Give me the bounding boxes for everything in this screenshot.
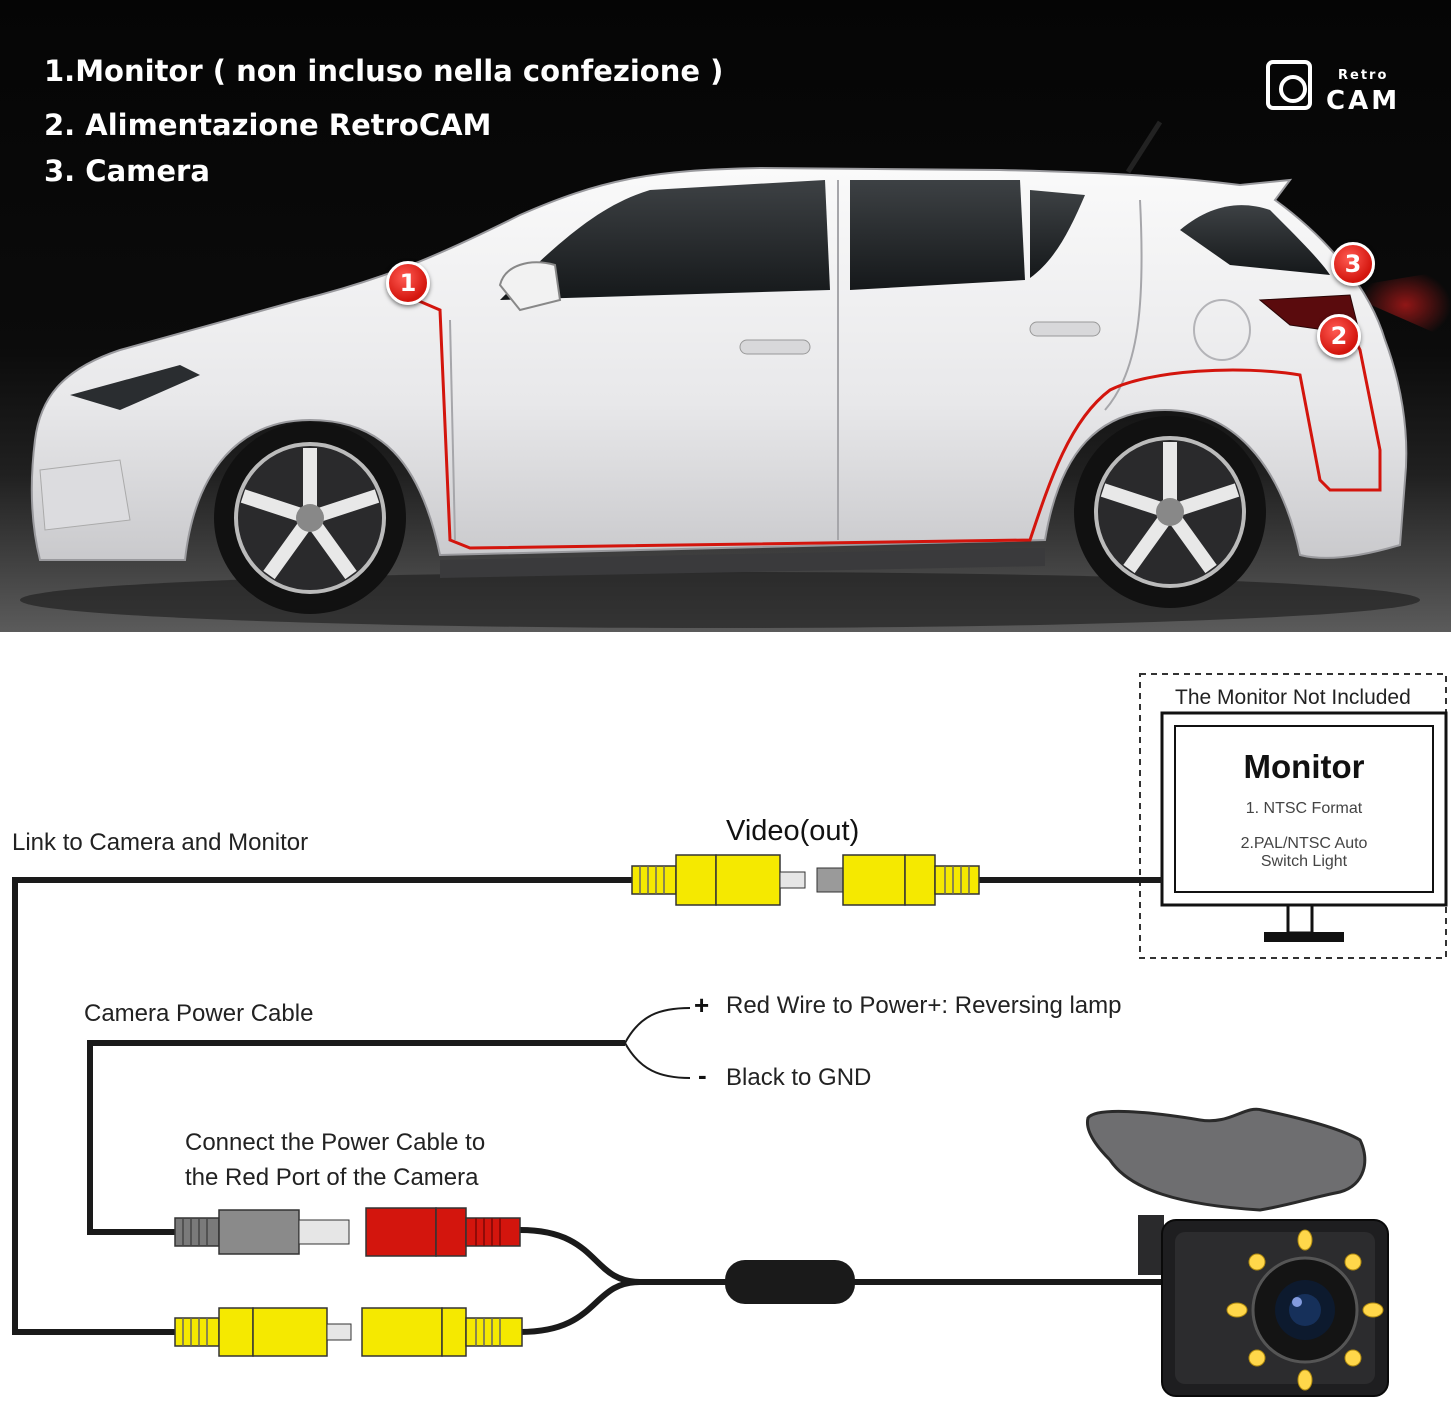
camera-bracket xyxy=(1085,1107,1367,1212)
black-wire-label: Black to GND xyxy=(726,1064,872,1091)
monitor-title: Monitor xyxy=(1243,748,1365,785)
car-body xyxy=(30,166,1408,561)
monitor-dashed-box xyxy=(1139,673,1447,959)
connect-instruction-line2: the Red Port of the Camera xyxy=(185,1164,479,1191)
wiring-diagram xyxy=(12,673,1448,1397)
power-cable xyxy=(87,1040,625,1235)
monitor-spec-ntsc: 1. NTSC Format xyxy=(1245,800,1363,817)
camera-light-beam xyxy=(1360,270,1451,340)
side-mirror xyxy=(498,261,562,312)
monitor-neck xyxy=(1286,903,1314,935)
cable-route xyxy=(404,293,1382,550)
monitor-spec-pal-line2: Switch Light xyxy=(1260,853,1348,870)
power-plug-gray xyxy=(174,1209,350,1255)
legend-item-power: 2. Alimentazione RetroCAM xyxy=(44,108,492,142)
car-illustration xyxy=(20,120,1451,628)
legend-item-monitor: 1.Monitor ( non incluso nella confezione… xyxy=(44,54,724,88)
headlight xyxy=(70,365,200,410)
monitor-not-included-label: The Monitor Not Included xyxy=(1175,686,1411,709)
minus-sign: - xyxy=(698,1060,707,1090)
connect-instruction-line1: Connect the Power Cable to xyxy=(185,1129,486,1156)
car-photo-panel: 1.Monitor ( non incluso nella confezione… xyxy=(0,0,1451,632)
front-door-handle xyxy=(739,339,811,355)
video-out-label: Video(out) xyxy=(726,815,860,847)
link-cable xyxy=(12,877,640,1335)
rear-wheel xyxy=(1074,416,1266,608)
legend-item-camera: 3. Camera xyxy=(44,154,210,188)
door-line-rear xyxy=(1104,199,1143,411)
side-skirt xyxy=(440,548,1045,578)
video-rca-male xyxy=(631,854,806,906)
red-wire-label: Red Wire to Power+: Reversing lamp xyxy=(726,992,1122,1019)
rear-door-handle xyxy=(1029,321,1101,337)
plus-sign: + xyxy=(694,990,710,1020)
tailgate-glass xyxy=(1180,205,1330,275)
camera-logo-icon xyxy=(1266,60,1312,110)
front-wheel xyxy=(214,422,406,614)
power-cable-label: Camera Power Cable xyxy=(84,1000,314,1027)
camera-video-port xyxy=(361,1307,523,1357)
front-grille xyxy=(39,459,131,531)
camera-leds xyxy=(1226,1229,1384,1391)
monitor-stand xyxy=(1264,932,1344,942)
monitor-screen xyxy=(1174,725,1434,893)
power-port-red xyxy=(365,1207,521,1257)
fuel-cap xyxy=(1193,299,1251,361)
antenna xyxy=(1125,120,1163,174)
monitor-spec-pal-line1: 2.PAL/NTSC Auto xyxy=(1240,835,1368,852)
marker-1: 1 xyxy=(386,261,430,305)
link-cable-label: Link to Camera and Monitor xyxy=(12,829,309,856)
retrocam-logo: Retro CAM xyxy=(1266,60,1406,122)
door-line-front xyxy=(449,319,456,541)
reversing-camera xyxy=(1085,1107,1389,1397)
video-rca-female xyxy=(816,854,980,906)
marker-2: 2 xyxy=(1317,314,1361,358)
marker-3: 3 xyxy=(1331,242,1375,286)
rear-window xyxy=(850,180,1025,290)
camera-video-plug xyxy=(174,1307,352,1357)
camera-side-cables xyxy=(519,1227,1170,1335)
power-fork xyxy=(624,1007,691,1079)
quarter-window xyxy=(1030,190,1085,278)
front-window xyxy=(500,180,830,300)
cable-choke xyxy=(725,1260,855,1304)
